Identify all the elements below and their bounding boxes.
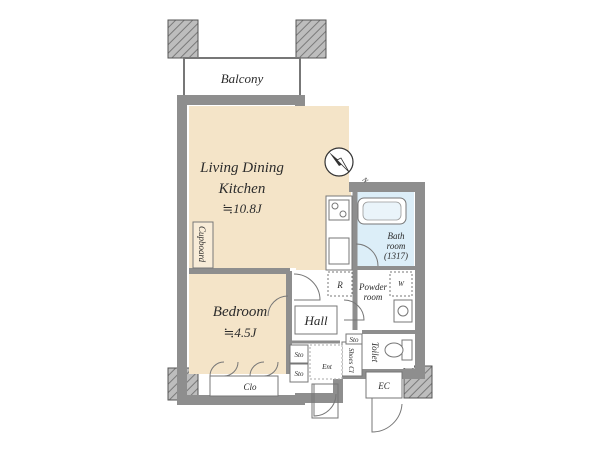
bath-label-line1: Bath bbox=[388, 231, 405, 241]
door-powder bbox=[343, 299, 365, 321]
refrigerator-box bbox=[327, 271, 353, 297]
column-top-left bbox=[167, 19, 199, 59]
sto-2-label: Sto bbox=[295, 370, 304, 378]
bathtub-inner bbox=[362, 201, 402, 221]
compass: N bbox=[324, 147, 370, 185]
bath-size-label: (1317) bbox=[384, 251, 408, 261]
cupboard-label: Cupboard bbox=[197, 226, 207, 263]
column-top-right bbox=[295, 19, 327, 59]
bath-label-line2: room bbox=[387, 241, 406, 251]
powder-label-line1: Powder bbox=[358, 282, 387, 292]
washer-label: W bbox=[398, 280, 405, 288]
closet-box bbox=[209, 375, 279, 397]
hall-label-box bbox=[294, 305, 338, 335]
entrance-door-swing bbox=[313, 384, 337, 417]
cupboard-box bbox=[192, 221, 214, 269]
door-bedroom bbox=[267, 295, 289, 317]
bedroom-area-label: ≒4.5J bbox=[224, 325, 258, 340]
door-ldk-hall bbox=[293, 273, 321, 301]
powder-label-line2: room bbox=[364, 292, 383, 302]
vanity-sink bbox=[393, 299, 413, 323]
compass-needle-tail-icon bbox=[336, 157, 350, 173]
entrance-label: Ent bbox=[321, 363, 333, 371]
shoes-cl-label: Shoes Cl bbox=[347, 348, 355, 373]
ec-door-swing bbox=[371, 398, 403, 433]
door-bath bbox=[355, 243, 379, 267]
stove bbox=[328, 199, 350, 221]
closet-label: Clo bbox=[243, 382, 257, 392]
refrigerator-label: R bbox=[336, 280, 343, 290]
bedroom-floor bbox=[189, 274, 286, 374]
sto-3-box bbox=[345, 333, 363, 345]
bedroom-label: Bedroom bbox=[213, 304, 268, 320]
toilet-bowl bbox=[384, 342, 404, 358]
burner-1 bbox=[331, 202, 339, 210]
sto-1-box bbox=[289, 344, 309, 364]
entrance-floor bbox=[309, 344, 343, 380]
washer-box bbox=[389, 271, 413, 297]
ldk-label-line1: Living Dining bbox=[199, 160, 284, 176]
balcony-label: Balcony bbox=[221, 71, 264, 86]
sto-2-box bbox=[289, 363, 309, 383]
closet-doors bbox=[209, 361, 279, 377]
toilet-label: Toilet bbox=[370, 342, 380, 363]
sto-3-label: Sto bbox=[350, 336, 359, 344]
ec-label: EC bbox=[377, 381, 390, 391]
ldk-label-line2: Kitchen bbox=[218, 181, 266, 197]
burner-2 bbox=[339, 210, 347, 218]
compass-north-label: N bbox=[360, 175, 370, 185]
sink-basin bbox=[397, 305, 409, 317]
entrance-door bbox=[311, 383, 339, 419]
sto-1-label: Sto bbox=[295, 351, 304, 359]
hall-label: Hall bbox=[303, 313, 328, 328]
ec-box bbox=[365, 371, 403, 399]
kitchen-sink bbox=[328, 237, 350, 265]
ldk-area-label: ≒10.8J bbox=[222, 201, 263, 216]
